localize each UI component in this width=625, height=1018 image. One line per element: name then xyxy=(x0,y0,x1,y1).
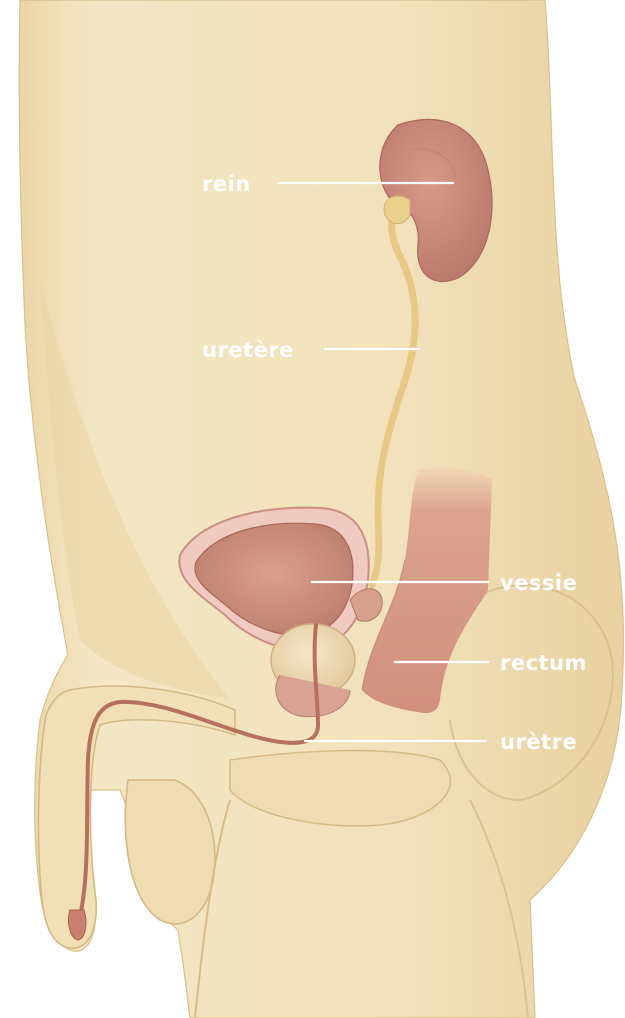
label-rectum: rectum xyxy=(500,651,587,675)
label-bladder: vessie xyxy=(500,571,577,595)
label-urethra: urètre xyxy=(500,730,577,754)
label-kidney: rein xyxy=(202,172,251,196)
prostate xyxy=(271,624,355,717)
ureter-pelvis xyxy=(384,196,410,224)
label-ureter: uretère xyxy=(202,338,294,362)
